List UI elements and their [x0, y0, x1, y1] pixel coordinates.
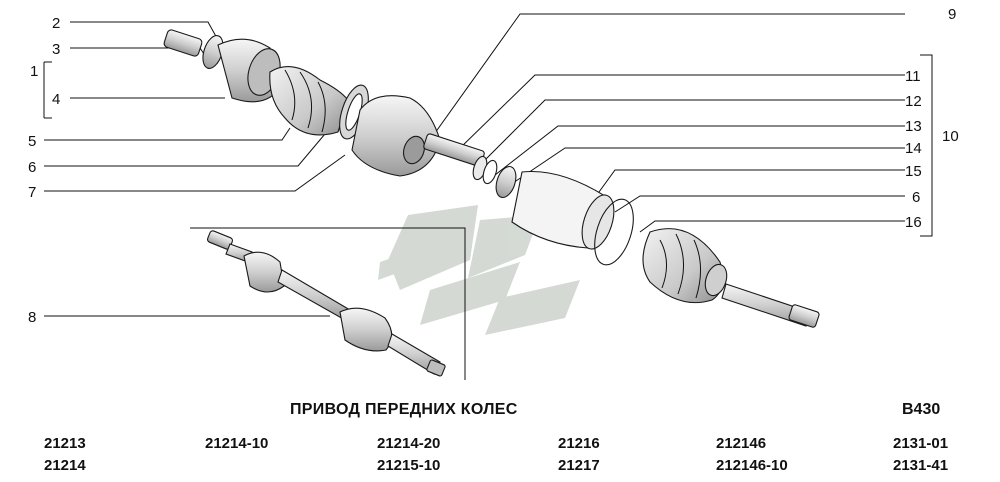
- watermark-logo: [378, 205, 580, 335]
- model-code: 2131-01: [893, 435, 949, 452]
- callout-15: 15: [905, 163, 922, 180]
- model-group-6: 2131-01 2131-41: [893, 433, 948, 477]
- model-code: 212146-10: [716, 457, 788, 474]
- tripod-shaft-parts: [423, 133, 517, 199]
- callout-6b: 6: [912, 189, 920, 206]
- clamp-ring-2: [594, 198, 634, 266]
- model-code: 21214: [44, 457, 86, 474]
- model-code: 2131-41: [893, 457, 949, 474]
- callout-13: 13: [905, 118, 922, 135]
- callout-labels: 2 3 1 4 5 6 7 8 9 11 12 13 10 14 15 6 16: [28, 6, 959, 326]
- leader-lines: [43, 13, 933, 380]
- callout-10: 10: [942, 128, 959, 145]
- model-code: 21216: [558, 435, 600, 452]
- callout-8: 8: [28, 309, 36, 326]
- callout-1: 1: [30, 63, 38, 80]
- boot-inner-and-shaft: [642, 228, 820, 328]
- callout-2: 2: [52, 15, 60, 32]
- model-group-3: 21214-20 21215-10: [377, 433, 440, 477]
- callout-7: 7: [28, 184, 36, 201]
- callout-14: 14: [905, 140, 922, 157]
- callout-4: 4: [52, 91, 60, 108]
- model-group-4: 21216 21217: [558, 433, 600, 477]
- model-group-5: 212146 212146-10: [716, 433, 788, 477]
- model-code: 212146: [716, 435, 767, 452]
- callout-16: 16: [905, 214, 922, 231]
- model-code: 21215-10: [377, 457, 441, 474]
- callout-5: 5: [28, 133, 36, 150]
- model-code: 21214-10: [205, 435, 269, 452]
- callout-3: 3: [52, 41, 60, 58]
- diagram-title: ПРИВОД ПЕРЕДНИХ КОЛЕС: [290, 401, 518, 418]
- diagram-code: B430: [902, 401, 941, 418]
- model-group-2: 21214-10: [205, 433, 268, 455]
- model-code: 21213: [44, 435, 86, 452]
- model-group-1: 21213 21214: [44, 433, 86, 477]
- callout-11: 11: [905, 68, 921, 85]
- callout-9: 9: [948, 6, 956, 23]
- outer-cv-joint: [163, 29, 283, 103]
- inner-boot: [511, 170, 615, 250]
- boot-outer: [269, 66, 349, 136]
- assembled-drive-shaft: [206, 230, 446, 377]
- callout-6: 6: [28, 159, 36, 176]
- callout-12: 12: [905, 93, 922, 110]
- model-code: 21214-20: [377, 435, 441, 452]
- model-code: 21217: [558, 457, 600, 474]
